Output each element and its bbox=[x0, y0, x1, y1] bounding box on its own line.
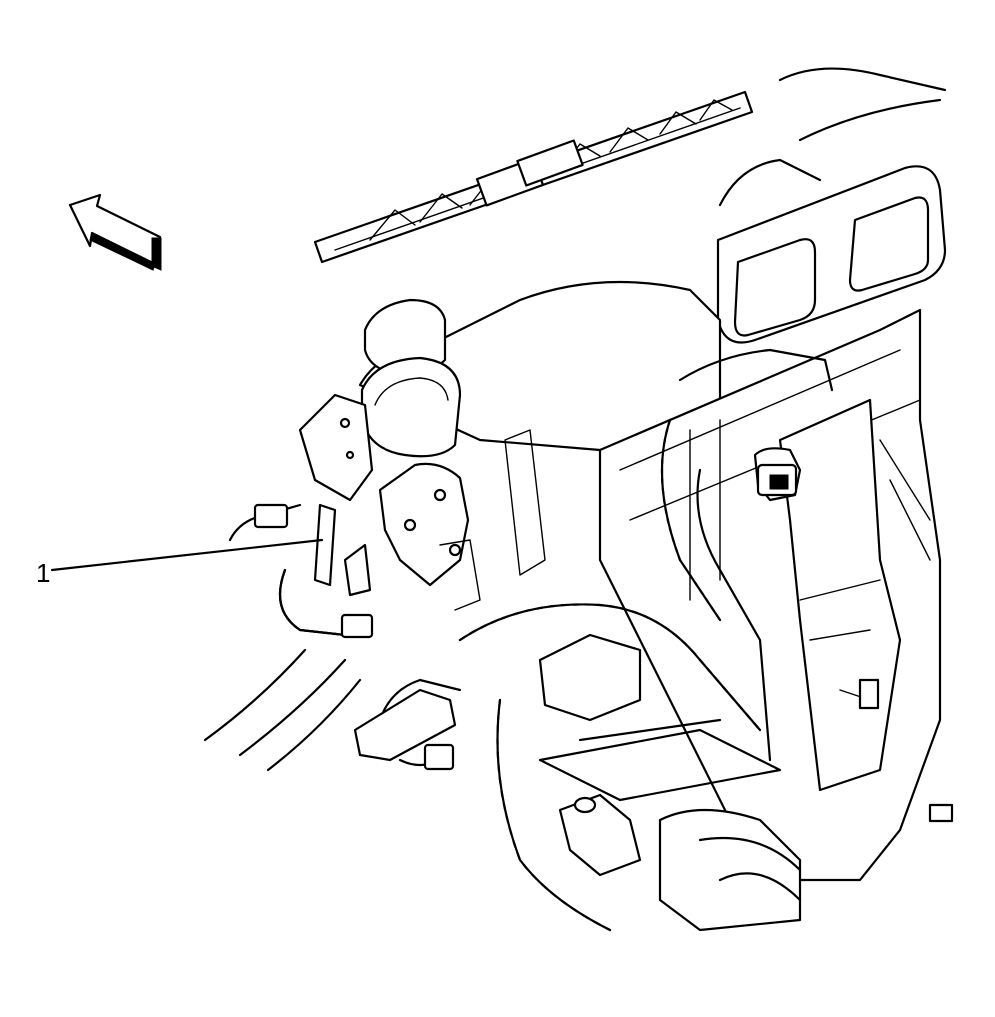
callout-1: 1 bbox=[36, 538, 324, 588]
callout-1-label: 1 bbox=[36, 558, 50, 588]
body-outline-curves bbox=[203, 648, 362, 772]
right-duct-outlet bbox=[716, 67, 947, 344]
mode-actuator bbox=[298, 393, 470, 597]
connectors bbox=[253, 463, 954, 823]
front-direction-arrow-icon bbox=[68, 193, 162, 271]
lower-brackets bbox=[353, 429, 802, 932]
upper-duct-rail bbox=[313, 90, 754, 264]
wiring-harness bbox=[228, 348, 834, 932]
plenum-housing bbox=[358, 280, 722, 458]
